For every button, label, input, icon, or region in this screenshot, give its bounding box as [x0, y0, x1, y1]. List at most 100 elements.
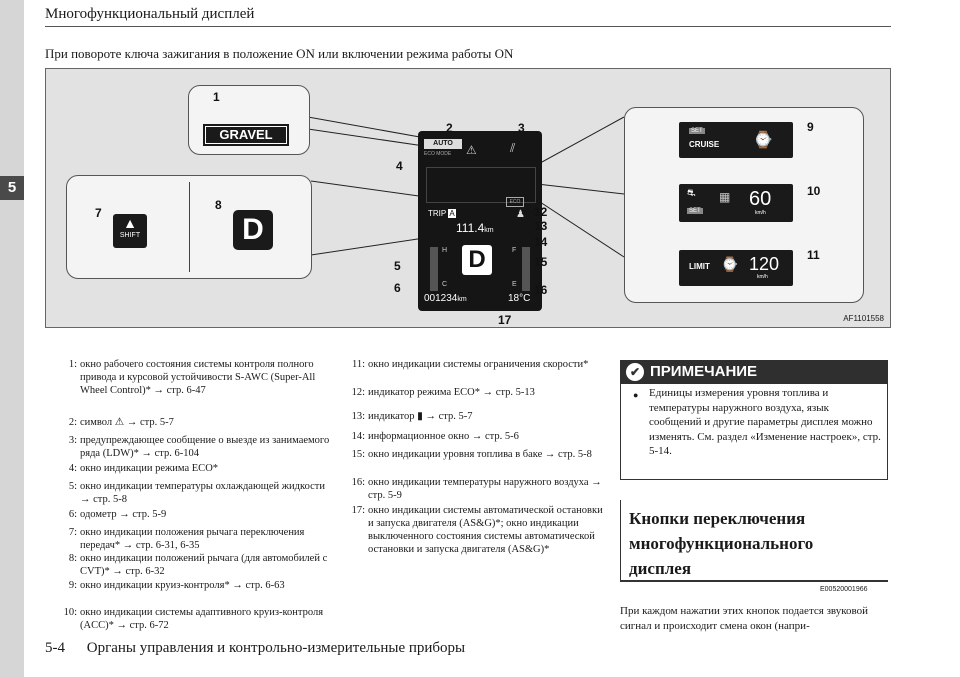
item-text: символ ⚠ → стр. 5-7 [80, 417, 174, 428]
header-divider [45, 26, 891, 27]
callout-box-cruise: SET CRUISE ⌚ 9 ⛐ SET ▦ 60 km/h 10 LIMIT … [624, 107, 864, 303]
callout-number: 12 [534, 205, 548, 219]
item-number: 5: [68, 481, 77, 492]
page-header-title: Многофункциональный дисплей [45, 6, 255, 22]
acc-distance-icon: ▦ [719, 190, 731, 204]
page-number: 5-4 [45, 640, 65, 656]
shift-indicator-icon: ▲ SHIFT [113, 214, 147, 248]
gauge-c: C [442, 281, 448, 288]
instrument-cluster-figure: 1 GRAVEL 7 ▲ SHIFT 8 D AUTO ECO MODE ⚠ ⫽… [45, 68, 891, 328]
list-item: 11:окно индикации системы ограничения ск… [352, 358, 604, 371]
gear-position-d: D [233, 210, 273, 250]
callout-number: 9 [807, 120, 814, 134]
item-number: 15: [351, 449, 365, 460]
trip-value: 111.4km [456, 221, 494, 235]
item-number: 17: [351, 505, 365, 516]
cruise-window: SET CRUISE ⌚ [679, 122, 793, 158]
fuel-gauge-bar [522, 247, 530, 291]
item-number: 2: [68, 417, 77, 428]
note-text: Единицы измерения уровня топлива и темпе… [649, 387, 881, 457]
odometer-value: 001234 [424, 293, 458, 304]
callout-box-gear: 7 ▲ SHIFT 8 D [66, 175, 312, 279]
odometer-unit: km [457, 296, 467, 303]
check-icon: ✔ [626, 363, 644, 382]
warning-icon: ⚠ [466, 143, 477, 157]
chapter-tab: 5 [0, 176, 24, 200]
item-text: информационное окно → стр. 5-6 [368, 431, 519, 442]
gauge-e: E [512, 281, 517, 288]
acc-car-icon: ⛐ [687, 188, 696, 199]
limit-label: LIMIT [689, 262, 710, 271]
gauge-f: F [512, 247, 517, 254]
info-window [426, 167, 536, 203]
section-title: Кнопки переключения многофункционального… [629, 509, 814, 578]
list-item: 10:окно индикации системы адаптивного кр… [64, 606, 330, 632]
item-text: окно рабочего состояния системы контроля… [80, 359, 316, 396]
chapter-name: Органы управления и контрольно-измерител… [86, 640, 466, 656]
figure-caption: При повороте ключа зажигания в положение… [45, 46, 514, 61]
callout-number: 5 [394, 259, 401, 273]
list-item: 7:окно индикации положения рычага перекл… [69, 526, 330, 552]
acc-speed: 60 [749, 188, 772, 210]
item-text: индикатор режима ECO* → стр. 5-13 [368, 387, 535, 398]
limiter-icon: ⌚ [721, 256, 739, 272]
callout-number: 2 [446, 121, 453, 135]
list-item: 17:окно индикации системы автоматической… [352, 504, 604, 556]
note-title: ПРИМЕЧАНИЕ [650, 363, 758, 380]
item-number: 4: [68, 463, 77, 474]
callout-number: 3 [518, 121, 525, 135]
callout-number: 13 [534, 219, 548, 233]
item-number: 3: [68, 435, 77, 446]
trip-unit: km [484, 227, 494, 234]
cruise-label: CRUISE [689, 140, 720, 149]
callout-number: 6 [394, 281, 401, 295]
callout-number: 15 [534, 255, 548, 269]
trip-number: 111.4 [456, 221, 485, 235]
bullet-icon: ● [633, 390, 639, 400]
list-item: 3:предупреждающее сообщение о выезде из … [69, 434, 330, 460]
list-item: 14:информационное окно → стр. 5-6 [352, 430, 604, 443]
section-heading-box: Кнопки переключения многофункционального… [620, 500, 888, 582]
coolant-gauge-bar [430, 247, 438, 291]
shift-label: SHIFT [119, 232, 141, 239]
gravel-badge: GRAVEL [203, 124, 289, 146]
item-text: окно индикации системы ограничения скоро… [368, 359, 589, 370]
item-number: 13: [351, 411, 365, 422]
item-number: 7: [68, 527, 77, 538]
eco-indicator: ECO [506, 197, 524, 207]
list-item: 12:индикатор режима ECO* → стр. 5-13 [352, 386, 604, 399]
item-number: 11: [351, 359, 365, 370]
speedometer-icon: ⌚ [753, 132, 773, 149]
item-number: 6: [68, 509, 77, 520]
callout-number: 1 [213, 90, 220, 104]
item-text: окно индикации положений рычага (для авт… [80, 553, 328, 577]
callout-number: 11 [807, 248, 820, 262]
figure-id: AF1101558 [843, 314, 884, 323]
odometer: 001234km [424, 293, 467, 304]
callout-number: 7 [95, 206, 102, 220]
callout-number: 17 [498, 313, 512, 327]
acc-set: SET [687, 208, 703, 214]
item-number: 16: [351, 477, 365, 488]
item-text: окно индикации системы автоматической ос… [368, 505, 603, 555]
item-text: окно индикации уровня топлива в баке → с… [368, 449, 592, 460]
list-item: 5:окно индикации температуры охлаждающей… [69, 480, 330, 506]
limit-unit: km/h [757, 274, 768, 280]
item-number: 1: [68, 359, 77, 370]
item-text: окно индикации положения рычага переключ… [80, 527, 305, 551]
limit-speed: 120 [749, 254, 780, 274]
cluster-display: AUTO ECO MODE ⚠ ⫽ ECO TRIP A ♟ 111.4km H… [418, 131, 542, 311]
acc-window: ⛐ SET ▦ 60 km/h [679, 184, 793, 222]
section-code: E00520001966 [820, 586, 868, 593]
list-item: 1:окно рабочего состояния системы контро… [69, 358, 330, 397]
callout-number: 4 [396, 159, 403, 173]
list-item: 16:окно индикации температуры наружного … [352, 476, 604, 502]
trip-text: TRIP [428, 209, 447, 218]
eco-mode-label: ECO MODE [424, 151, 452, 157]
section-text: При каждом нажатии этих кнопок подается … [620, 605, 869, 632]
speed-limit-window: LIMIT ⌚ 120 km/h [679, 250, 793, 286]
gauge-h: H [442, 247, 448, 254]
item-number: 14: [351, 431, 365, 442]
callout-number: 14 [534, 235, 548, 249]
item-text: индикатор ▮ → стр. 5-7 [368, 411, 473, 422]
